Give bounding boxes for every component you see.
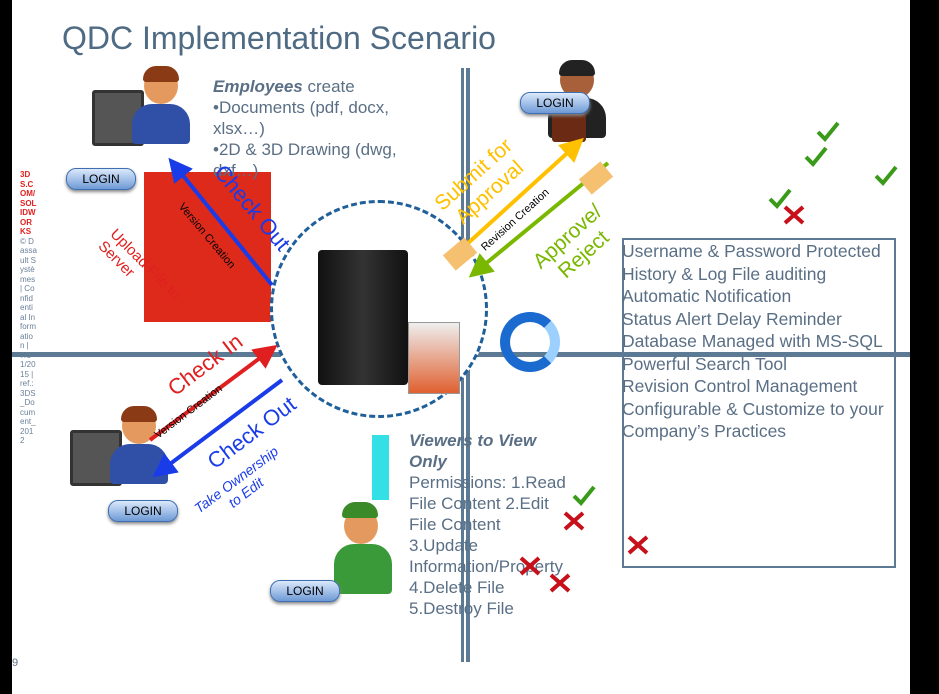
check-icon [874, 165, 898, 186]
software-box-icon [408, 322, 460, 394]
permission-line: 4.Delete File [409, 578, 505, 597]
feature-item: Automatic Notification [622, 286, 792, 306]
check-icon [816, 121, 840, 142]
feature-item: History & Log File auditing [622, 263, 827, 284]
employees-create: create [302, 77, 355, 96]
check-icon [572, 485, 596, 506]
permission-line: Permissions: 1.Read File Content 2.Edit … [409, 473, 566, 534]
server-icon [318, 250, 408, 385]
page-number: 9 [12, 657, 19, 669]
cyan-connector [372, 435, 389, 500]
employees-text: Employees create •Documents (pdf, docx, … [213, 76, 413, 181]
permission-line: 5.Destroy File [409, 599, 514, 618]
submit-arrow [453, 137, 584, 257]
check-out-top-arrow [168, 157, 274, 287]
cross-icon [563, 511, 585, 531]
employees-line: •Documents (pdf, docx, xlsx…) [213, 98, 390, 138]
feature-item: Username & Password Protected [622, 241, 881, 261]
feature-item: Configurable & Customize to your Company… [622, 398, 884, 442]
features-box [622, 238, 896, 568]
feature-item: Database Managed with MS-SQL Powerful Se… [622, 331, 883, 374]
login-button[interactable]: LOGIN [520, 92, 590, 114]
viewers-label: Viewers to View Only [409, 431, 537, 471]
employees-line: •2D & 3D Drawing (dwg, dxf…) [213, 140, 397, 180]
footer-sidebar: 3DS.COM/SOLIDWORKS© Dassault Systèmes | … [20, 170, 37, 446]
employees-label: Employees [213, 77, 303, 96]
check-icon [804, 146, 828, 167]
permission-line: 3.Update Information/Property [409, 536, 564, 576]
check-icon [768, 188, 792, 209]
features-list: Username & Password Protected History & … [622, 240, 890, 443]
cross-icon [519, 556, 541, 576]
login-button[interactable]: LOGIN [270, 580, 340, 602]
check-out-bottom-arrow [152, 378, 284, 478]
sync-icon [500, 312, 560, 372]
check-in-arrow [148, 344, 278, 442]
viewers-text: Viewers to View Only Permissions: 1.Read… [409, 430, 574, 619]
upload-box [144, 172, 271, 322]
feature-item: Revision Control Management [622, 376, 858, 396]
cross-icon [549, 573, 571, 593]
cross-icon [783, 205, 805, 225]
confidential-text: © Dassault Systèmes | Confidential Infor… [20, 236, 37, 446]
login-button[interactable]: LOGIN [66, 168, 136, 190]
page-title: QDC Implementation Scenario [62, 20, 496, 56]
feature-item: Status Alert Delay Reminder [622, 308, 842, 329]
brand-text: 3DS.COM/SOLIDWORKS [20, 170, 37, 236]
login-button[interactable]: LOGIN [108, 500, 178, 522]
cross-icon [627, 535, 649, 555]
